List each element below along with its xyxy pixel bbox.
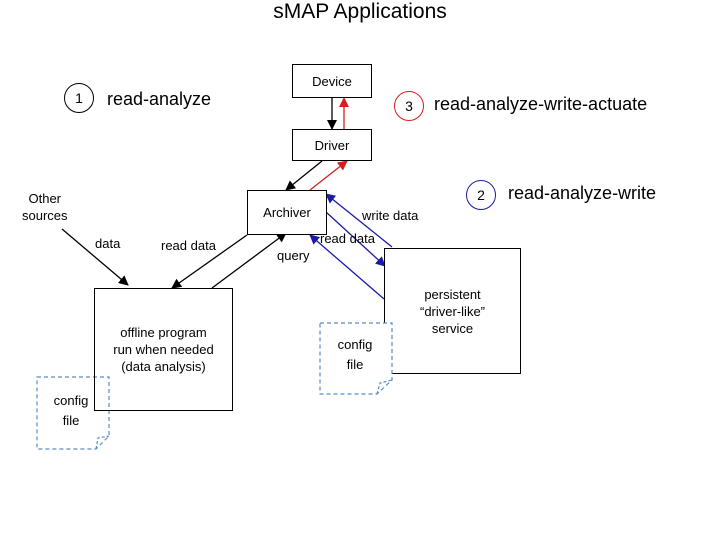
- config-left-line-2: file: [62, 413, 80, 428]
- arrow-offline-to-archiver: [211, 232, 287, 289]
- arrow-driver-to-archiver: [285, 160, 323, 191]
- arrow-archiver-to-offline: [171, 234, 248, 289]
- read-data-right-label: read data: [320, 231, 375, 246]
- driver-box: Driver: [292, 129, 372, 161]
- device-box: Device: [292, 64, 372, 98]
- mode-2-label: read-analyze-write: [508, 183, 657, 203]
- data-label: data: [95, 236, 121, 251]
- offline-line-3: (data analysis): [121, 359, 206, 374]
- config-left-text: config file: [40, 391, 102, 431]
- offline-line-1: offline program: [120, 325, 207, 340]
- other-sources-line-1: Other: [28, 191, 62, 206]
- offline-line-2: run when needed: [113, 342, 214, 357]
- mode-3-circle: 3: [394, 91, 424, 121]
- arrow-service-to-archiver-write: [325, 193, 393, 248]
- mode-1-number: 1: [75, 90, 83, 106]
- service-line-3: service: [431, 320, 474, 336]
- service-text: persistent “driver-like” service: [420, 286, 485, 337]
- offline-program-box: offline program run when needed (data an…: [94, 288, 233, 411]
- other-sources-line-2: sources: [22, 208, 68, 223]
- device-label: Device: [312, 73, 352, 89]
- persistent-service-box: persistent “driver-like” service: [384, 248, 521, 374]
- archiver-label: Archiver: [263, 205, 311, 220]
- page-title: sMAP Applications: [273, 0, 447, 23]
- other-sources-label: Other sources: [22, 190, 68, 224]
- arrow-archiver-to-driver: [309, 160, 348, 191]
- config-left-line-1: config: [53, 393, 89, 408]
- offline-program-text: offline program run when needed (data an…: [113, 324, 213, 375]
- arrow-data-to-offline: [61, 228, 129, 286]
- driver-label: Driver: [314, 137, 350, 153]
- config-right-line-2: file: [346, 357, 364, 372]
- arrow-archiver-to-service: [325, 211, 386, 267]
- read-data-left-label: read data: [161, 238, 216, 253]
- write-data-label: write data: [362, 208, 419, 223]
- query-label: query: [277, 248, 310, 263]
- service-line-1: persistent: [424, 286, 481, 302]
- mode-3-number: 3: [405, 98, 413, 114]
- arrow-service-to-archiver-query: [309, 234, 385, 300]
- mode-3-label: read-analyze-write-actuate: [434, 94, 648, 114]
- mode-1-circle: 1: [64, 83, 94, 113]
- config-right-text: config file: [325, 335, 385, 375]
- config-file-right-shape: [319, 322, 393, 395]
- mode-2-circle: 2: [466, 180, 496, 210]
- mode-2-number: 2: [477, 187, 485, 203]
- archiver-box: Archiver: [247, 190, 327, 235]
- config-file-left-shape: [36, 376, 110, 450]
- service-line-2: “driver-like”: [420, 303, 485, 319]
- mode-1-label: read-analyze: [107, 89, 212, 109]
- config-right-line-1: config: [337, 337, 373, 352]
